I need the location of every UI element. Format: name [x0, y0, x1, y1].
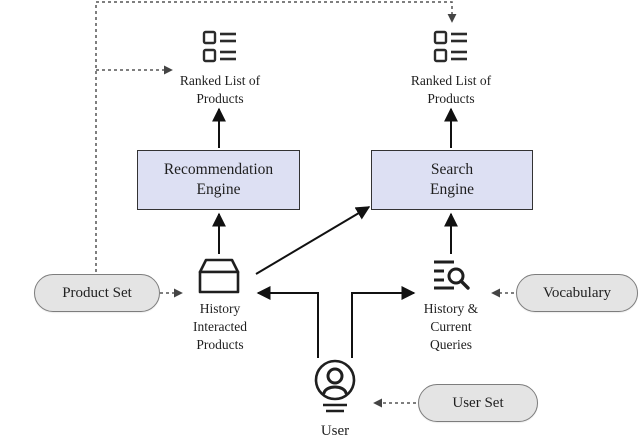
history-queries-line3: Queries	[430, 337, 472, 352]
history-products-to-search-engine-arrow	[255, 206, 371, 275]
left-output-label-line2: Products	[196, 91, 244, 106]
left-output-label-line1: Ranked List of	[179, 73, 261, 88]
history-products-line2: Interacted	[193, 319, 247, 334]
user-avatar-icon	[314, 359, 356, 413]
vocabulary-pill: Vocabulary	[516, 274, 638, 312]
user-label-text: User	[320, 423, 350, 439]
history-queries-line2: Current	[430, 319, 472, 334]
history-queries-label: History & Current Queries	[424, 300, 478, 354]
history-products-label: History Interacted Products	[193, 300, 247, 354]
user-set-label: User Set	[452, 394, 504, 411]
product-set-to-search-output-connector	[95, 1, 457, 272]
product-set-label: Product Set	[62, 284, 132, 301]
recommendation-engine-line1: Recommendation	[163, 161, 274, 178]
right-output-label-line1: Ranked List of	[410, 73, 492, 88]
search-engine-line1: Search	[430, 161, 474, 178]
left-output-label: Ranked List of Products	[180, 72, 260, 108]
ranked-list-icon	[202, 30, 236, 63]
right-output-label-line2: Products	[427, 91, 475, 106]
history-queries-line1: History &	[423, 301, 479, 316]
search-engine-box: Search Engine	[371, 150, 533, 210]
right-output-label: Ranked List of Products	[411, 72, 491, 108]
vocabulary-label: Vocabulary	[542, 284, 612, 301]
product-box-icon	[198, 258, 240, 294]
user-to-history-queries-arrow	[351, 286, 416, 358]
user-set-pill: User Set	[418, 384, 538, 422]
user-to-history-products-arrow	[256, 286, 319, 358]
search-engine-line2: Engine	[430, 181, 474, 198]
recommendation-engine-line2: Engine	[196, 181, 241, 198]
history-products-line3: Products	[196, 337, 244, 352]
user-label: User	[321, 422, 349, 440]
recommendation-engine-box: Recommendation Engine	[137, 150, 300, 210]
query-search-icon	[434, 260, 470, 290]
ranked-list-icon	[433, 30, 467, 63]
history-products-line1: History	[199, 301, 241, 316]
product-set-pill: Product Set	[34, 274, 160, 312]
